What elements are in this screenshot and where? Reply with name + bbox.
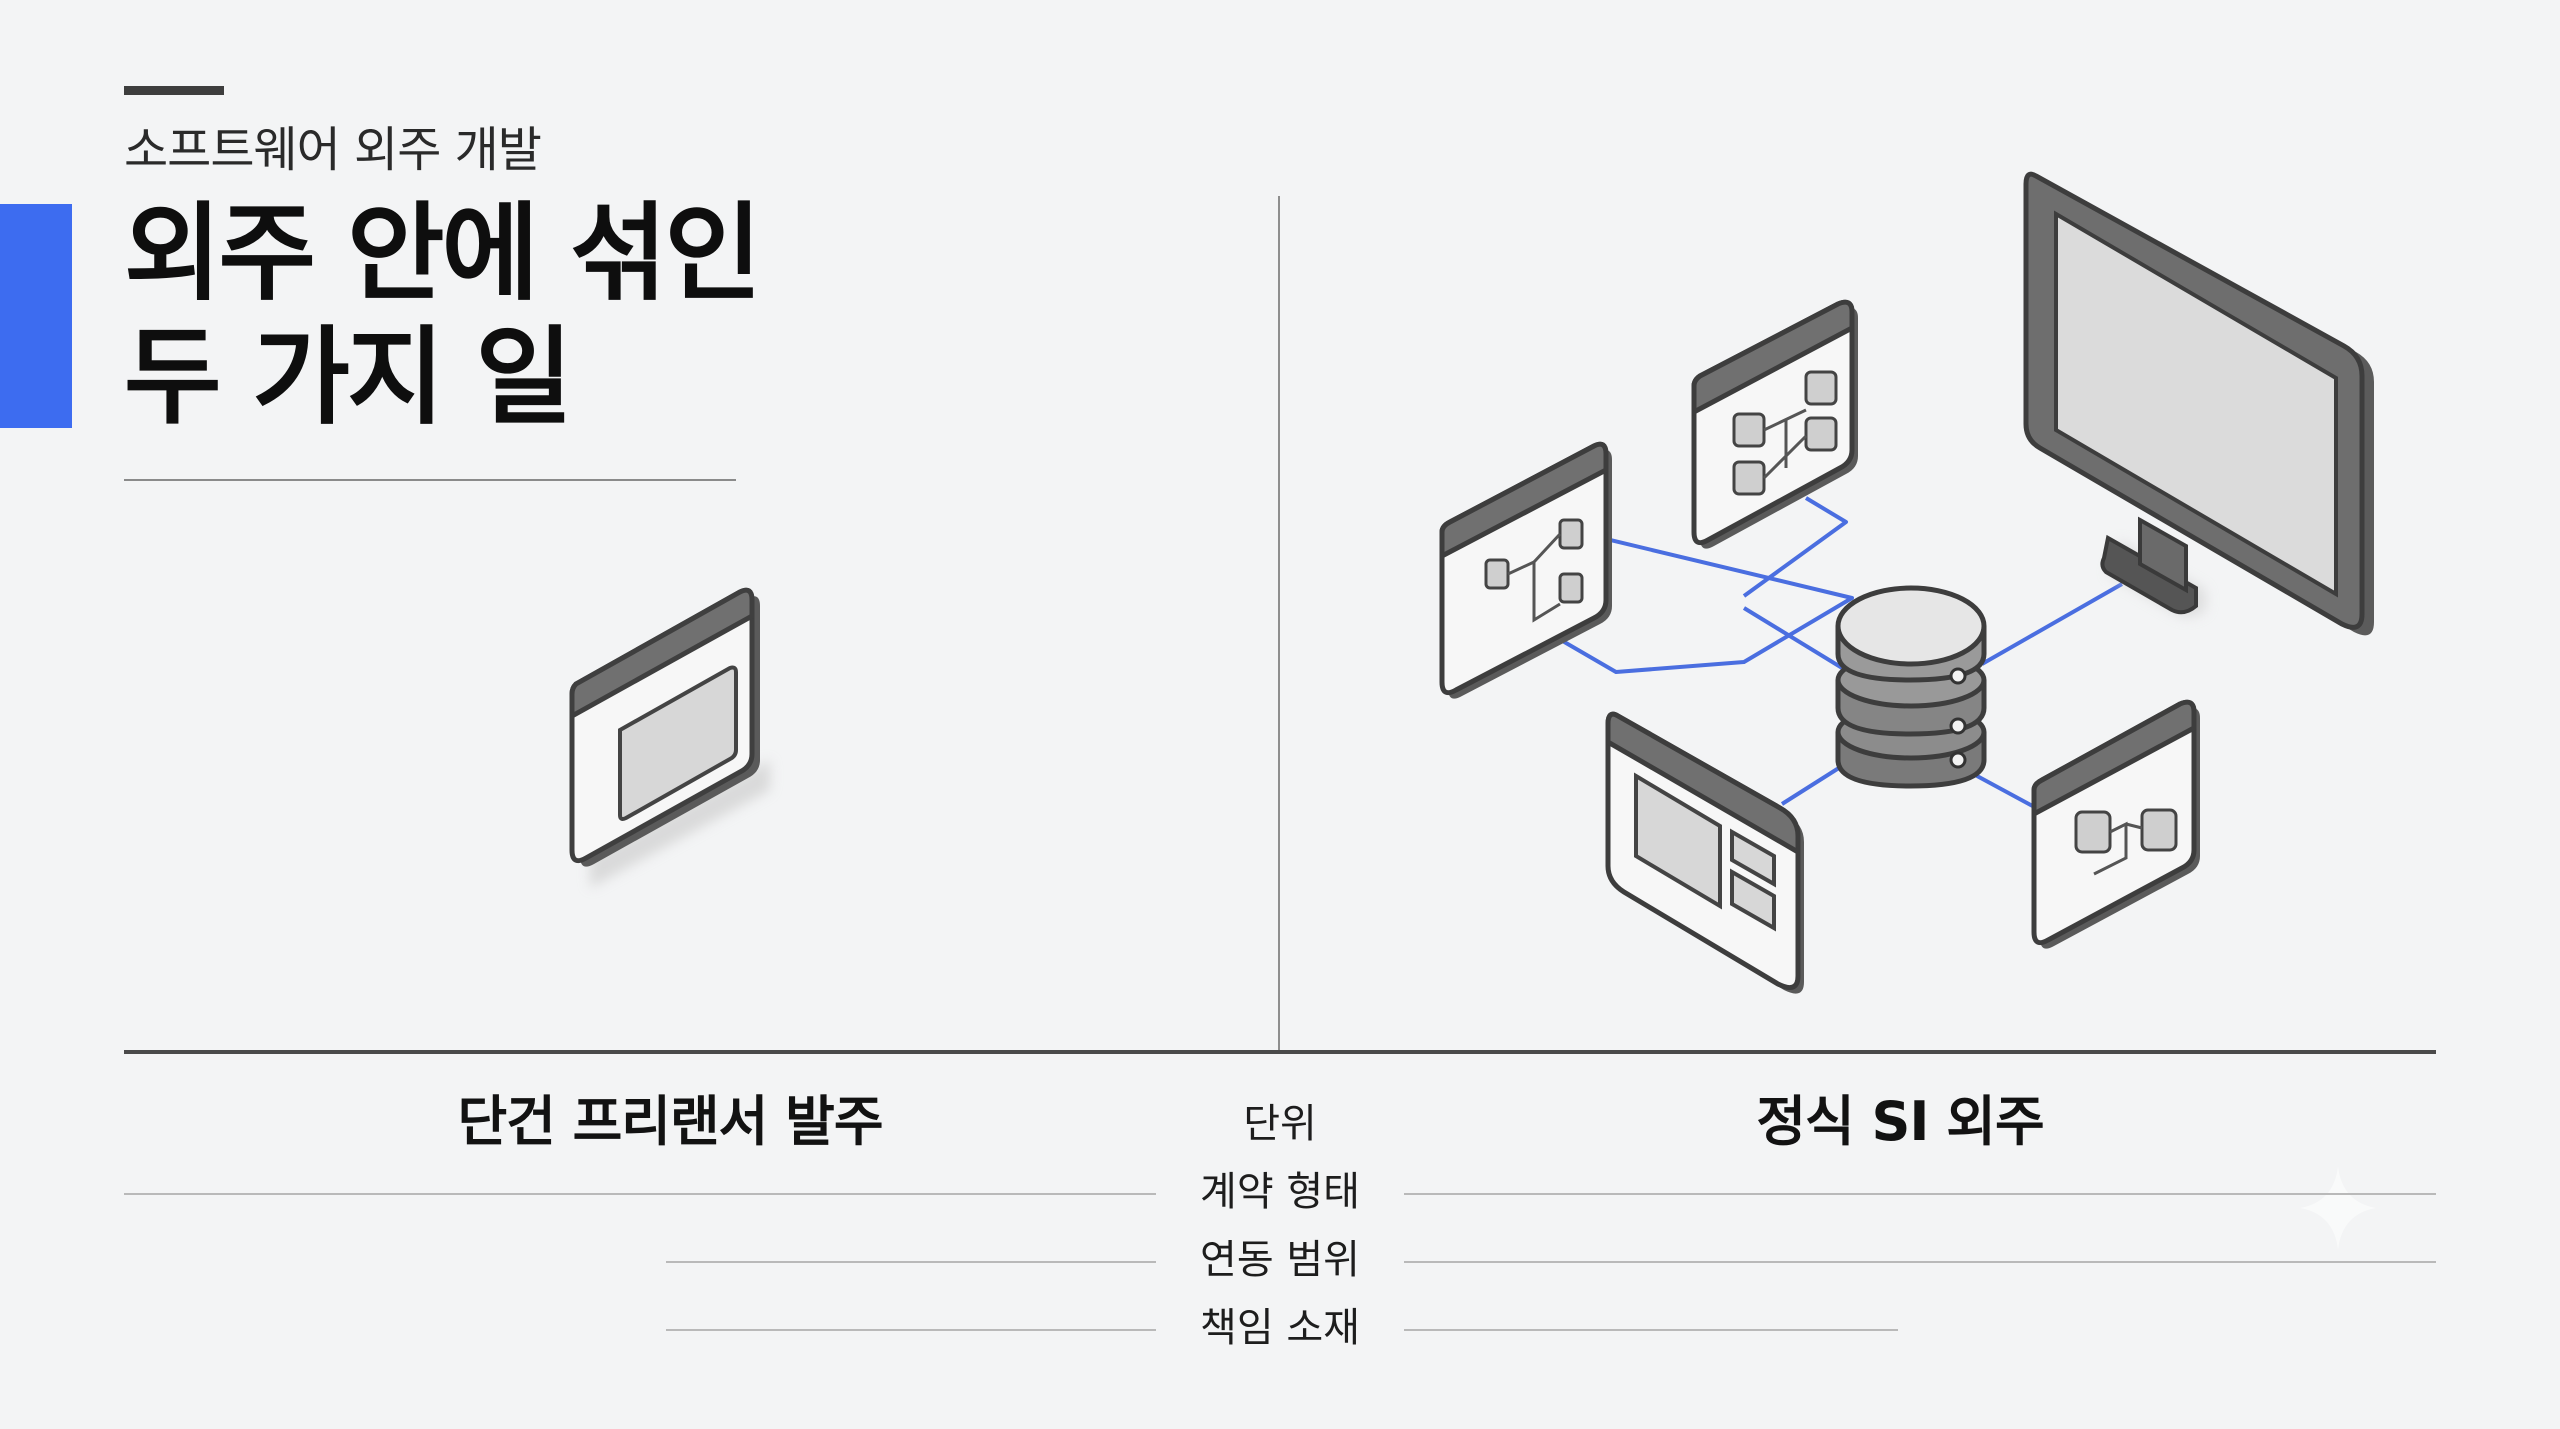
connector-line	[1981, 582, 2123, 666]
connector-line	[1742, 606, 1854, 676]
title-line-2: 두 가지 일	[124, 316, 573, 439]
row-rule	[1404, 1193, 2436, 1195]
left-column-heading: 단건 프리랜서 발주	[457, 1090, 883, 1153]
connected-system-icon	[1439, 171, 2374, 994]
right-column-heading: 정식 SI 외주	[1756, 1090, 2044, 1153]
horizontal-divider	[124, 1050, 2436, 1054]
process-window-icon	[2031, 699, 2200, 949]
single-window-icon	[569, 587, 770, 888]
row-label-contract-type: 계약 형태	[1200, 1169, 1360, 1215]
row-label-unit: 단위	[1243, 1101, 1317, 1147]
connector-line	[1965, 768, 2041, 812]
top-rule	[124, 86, 224, 95]
row-rule	[1404, 1261, 2436, 1263]
title-line-1: 외주 안에 섞인	[124, 192, 762, 315]
diagram-window-icon	[1691, 299, 1858, 549]
layout-window-icon	[1605, 711, 1804, 994]
row-label-responsibility: 책임 소재	[1200, 1305, 1360, 1351]
vertical-divider	[1278, 196, 1280, 1050]
sparkle-icon	[2300, 1166, 2376, 1250]
database-icon	[1835, 585, 1987, 789]
title-rule	[124, 479, 736, 481]
connector-line	[1742, 496, 1848, 598]
connector-line	[1551, 524, 1854, 674]
kicker: 소프트웨어 외주 개발	[124, 122, 542, 178]
row-label-integration-scope: 연동 범위	[1200, 1237, 1360, 1283]
row-rule	[1404, 1329, 1898, 1331]
monitor-icon	[2023, 171, 2374, 636]
row-rule	[124, 1193, 1156, 1195]
connector-line	[1780, 764, 1844, 806]
flowchart-window-icon	[1439, 441, 1612, 699]
row-rule	[666, 1261, 1156, 1263]
accent-bar	[0, 204, 72, 428]
page-title: 외주 안에 섞인 두 가지 일	[124, 192, 762, 440]
row-rule	[666, 1329, 1156, 1331]
